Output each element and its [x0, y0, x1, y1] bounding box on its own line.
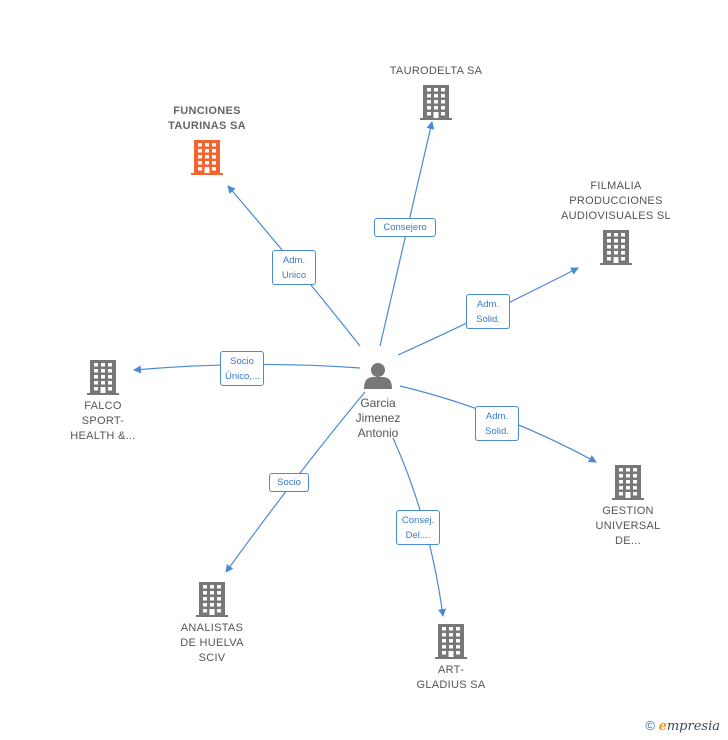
- building-icon-taurodelta[interactable]: [420, 85, 452, 120]
- company-label-gestion[interactable]: GESTION UNIVERSAL DE...: [558, 504, 698, 549]
- company-label-line: GLADIUS SA: [416, 679, 486, 691]
- edge-label-funciones[interactable]: Adm. Unico: [272, 249, 316, 285]
- empresia-logo[interactable]: empresia: [658, 719, 720, 734]
- company-label-line: DE HUELVA: [180, 637, 244, 649]
- person-icon[interactable]: [364, 363, 392, 389]
- company-label-line: FALCO: [84, 400, 122, 412]
- building-icon-funciones[interactable]: [191, 140, 223, 175]
- edge-label-line: Socio: [230, 355, 254, 367]
- company-label-line: SCIV: [198, 652, 226, 664]
- building-icon-analistas[interactable]: [196, 582, 228, 617]
- edge-taurodelta: [379, 121, 435, 347]
- person-name-line: Garcia: [360, 396, 396, 410]
- person-name-line: Jimenez: [355, 411, 401, 425]
- company-label-line: ANALISTAS: [180, 622, 244, 634]
- company-label-line: FILMALIA: [590, 180, 642, 192]
- edge-label-line: Solid.: [476, 313, 500, 325]
- building-icon-gestion[interactable]: [612, 465, 644, 500]
- edge-label-line: Unico: [281, 269, 307, 281]
- person-name-line: Antonio: [357, 426, 399, 440]
- company-label-line: GESTION: [602, 505, 654, 517]
- edge-label-line: Consej.: [401, 514, 435, 526]
- building-icon-artgladius[interactable]: [435, 624, 467, 659]
- company-label-analistas[interactable]: ANALISTAS DE HUELVA SCIV: [142, 621, 282, 666]
- edge-label-line: Adm.: [485, 410, 509, 422]
- company-label-line: DE...: [615, 535, 641, 547]
- edge-label-gestion[interactable]: Adm. Solid.: [475, 405, 519, 441]
- company-label-funciones[interactable]: FUNCIONES TAURINAS SA: [137, 104, 277, 134]
- company-label-filmalia[interactable]: FILMALIA PRODUCCIONES AUDIOVISUALES SL: [546, 179, 686, 224]
- company-label-line: TAURODELTA SA: [389, 65, 483, 77]
- edge-label-line: Único,...: [225, 370, 260, 382]
- company-label-line: FUNCIONES: [173, 105, 241, 117]
- edge-label-artgladius[interactable]: Consej. Del....: [396, 509, 440, 545]
- footer-credit: © empresia: [645, 718, 720, 734]
- edge-label-filmalia[interactable]: Adm. Solid.: [466, 293, 510, 329]
- company-label-line: UNIVERSAL: [595, 520, 661, 532]
- edge-label-analistas[interactable]: Socio: [269, 472, 309, 492]
- building-icon-falco[interactable]: [87, 360, 119, 395]
- company-label-falco[interactable]: FALCO SPORT- HEALTH &...: [33, 399, 173, 444]
- edge-label-line: Solid.: [485, 425, 509, 437]
- copyright-symbol: ©: [645, 718, 655, 733]
- company-label-line: TAURINAS SA: [168, 120, 246, 132]
- edge-label-taurodelta[interactable]: Consejero: [374, 217, 436, 237]
- building-icon-filmalia[interactable]: [600, 230, 632, 265]
- edge-label-line: Adm.: [282, 254, 306, 266]
- company-label-line: PRODUCCIONES: [569, 195, 663, 207]
- edge-label-line: Adm.: [476, 298, 500, 310]
- company-label-line: SPORT-: [81, 415, 125, 427]
- edge-label-line: Consejero: [383, 221, 427, 233]
- company-label-line: HEALTH &...: [70, 430, 136, 442]
- edge-label-line: Del....: [405, 529, 431, 541]
- company-label-artgladius[interactable]: ART- GLADIUS SA: [381, 663, 521, 693]
- edge-label-line: Socio: [277, 476, 301, 488]
- company-label-line: ART-: [437, 664, 465, 676]
- company-label-taurodelta[interactable]: TAURODELTA SA: [366, 64, 506, 79]
- company-label-line: AUDIOVISUALES SL: [561, 210, 671, 222]
